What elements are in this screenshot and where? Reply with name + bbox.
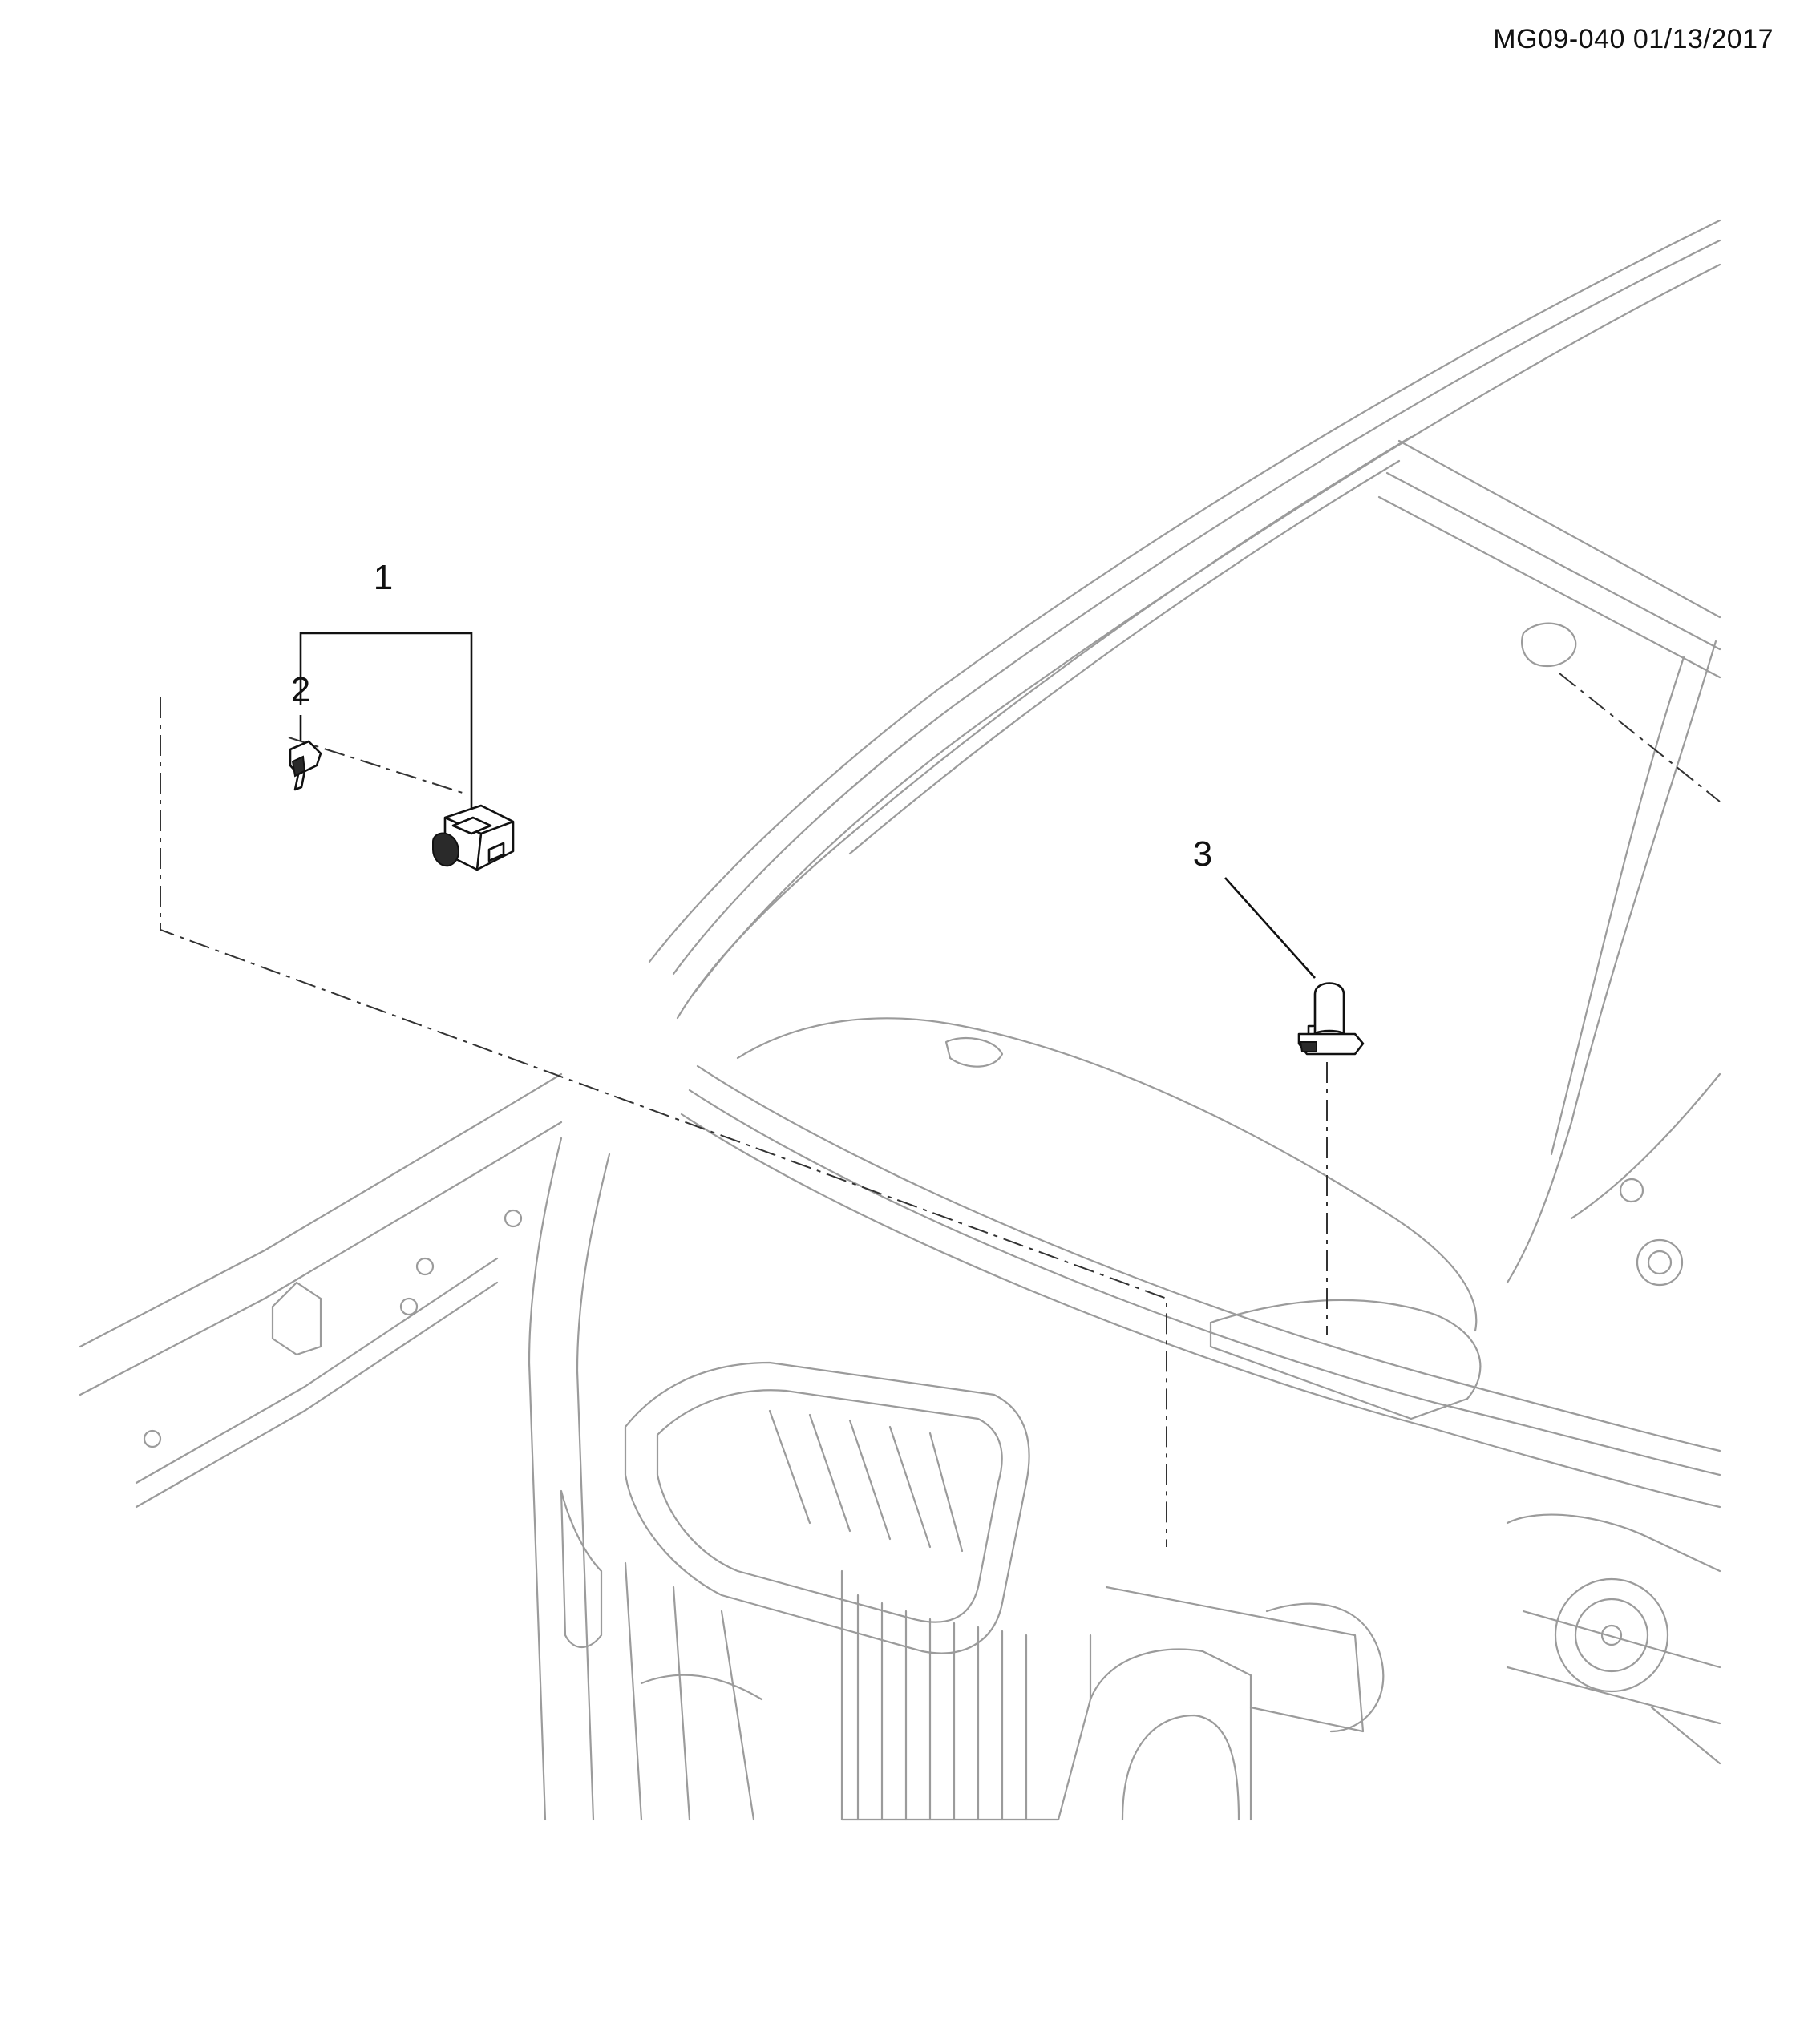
assembly-guide-lines	[160, 673, 1721, 1547]
callout-3-leader	[1224, 877, 1316, 979]
callout-3-number: 3	[1193, 834, 1212, 874]
callout-1[interactable]: 1	[299, 558, 473, 811]
vehicle-body-artwork	[79, 219, 1721, 1821]
document-code: MG09-040 01/13/2017	[1493, 24, 1774, 55]
callout-1-leader	[299, 632, 473, 811]
connector-clip-icon[interactable]	[289, 740, 322, 791]
windshield-sensor-icon[interactable]	[1297, 982, 1365, 1056]
sensor-module-icon[interactable]	[432, 804, 515, 871]
callout-2[interactable]: 2	[291, 670, 310, 741]
callout-2-number: 2	[291, 670, 310, 709]
callout-1-number: 1	[374, 558, 393, 597]
callout-3[interactable]: 3	[1193, 834, 1316, 979]
